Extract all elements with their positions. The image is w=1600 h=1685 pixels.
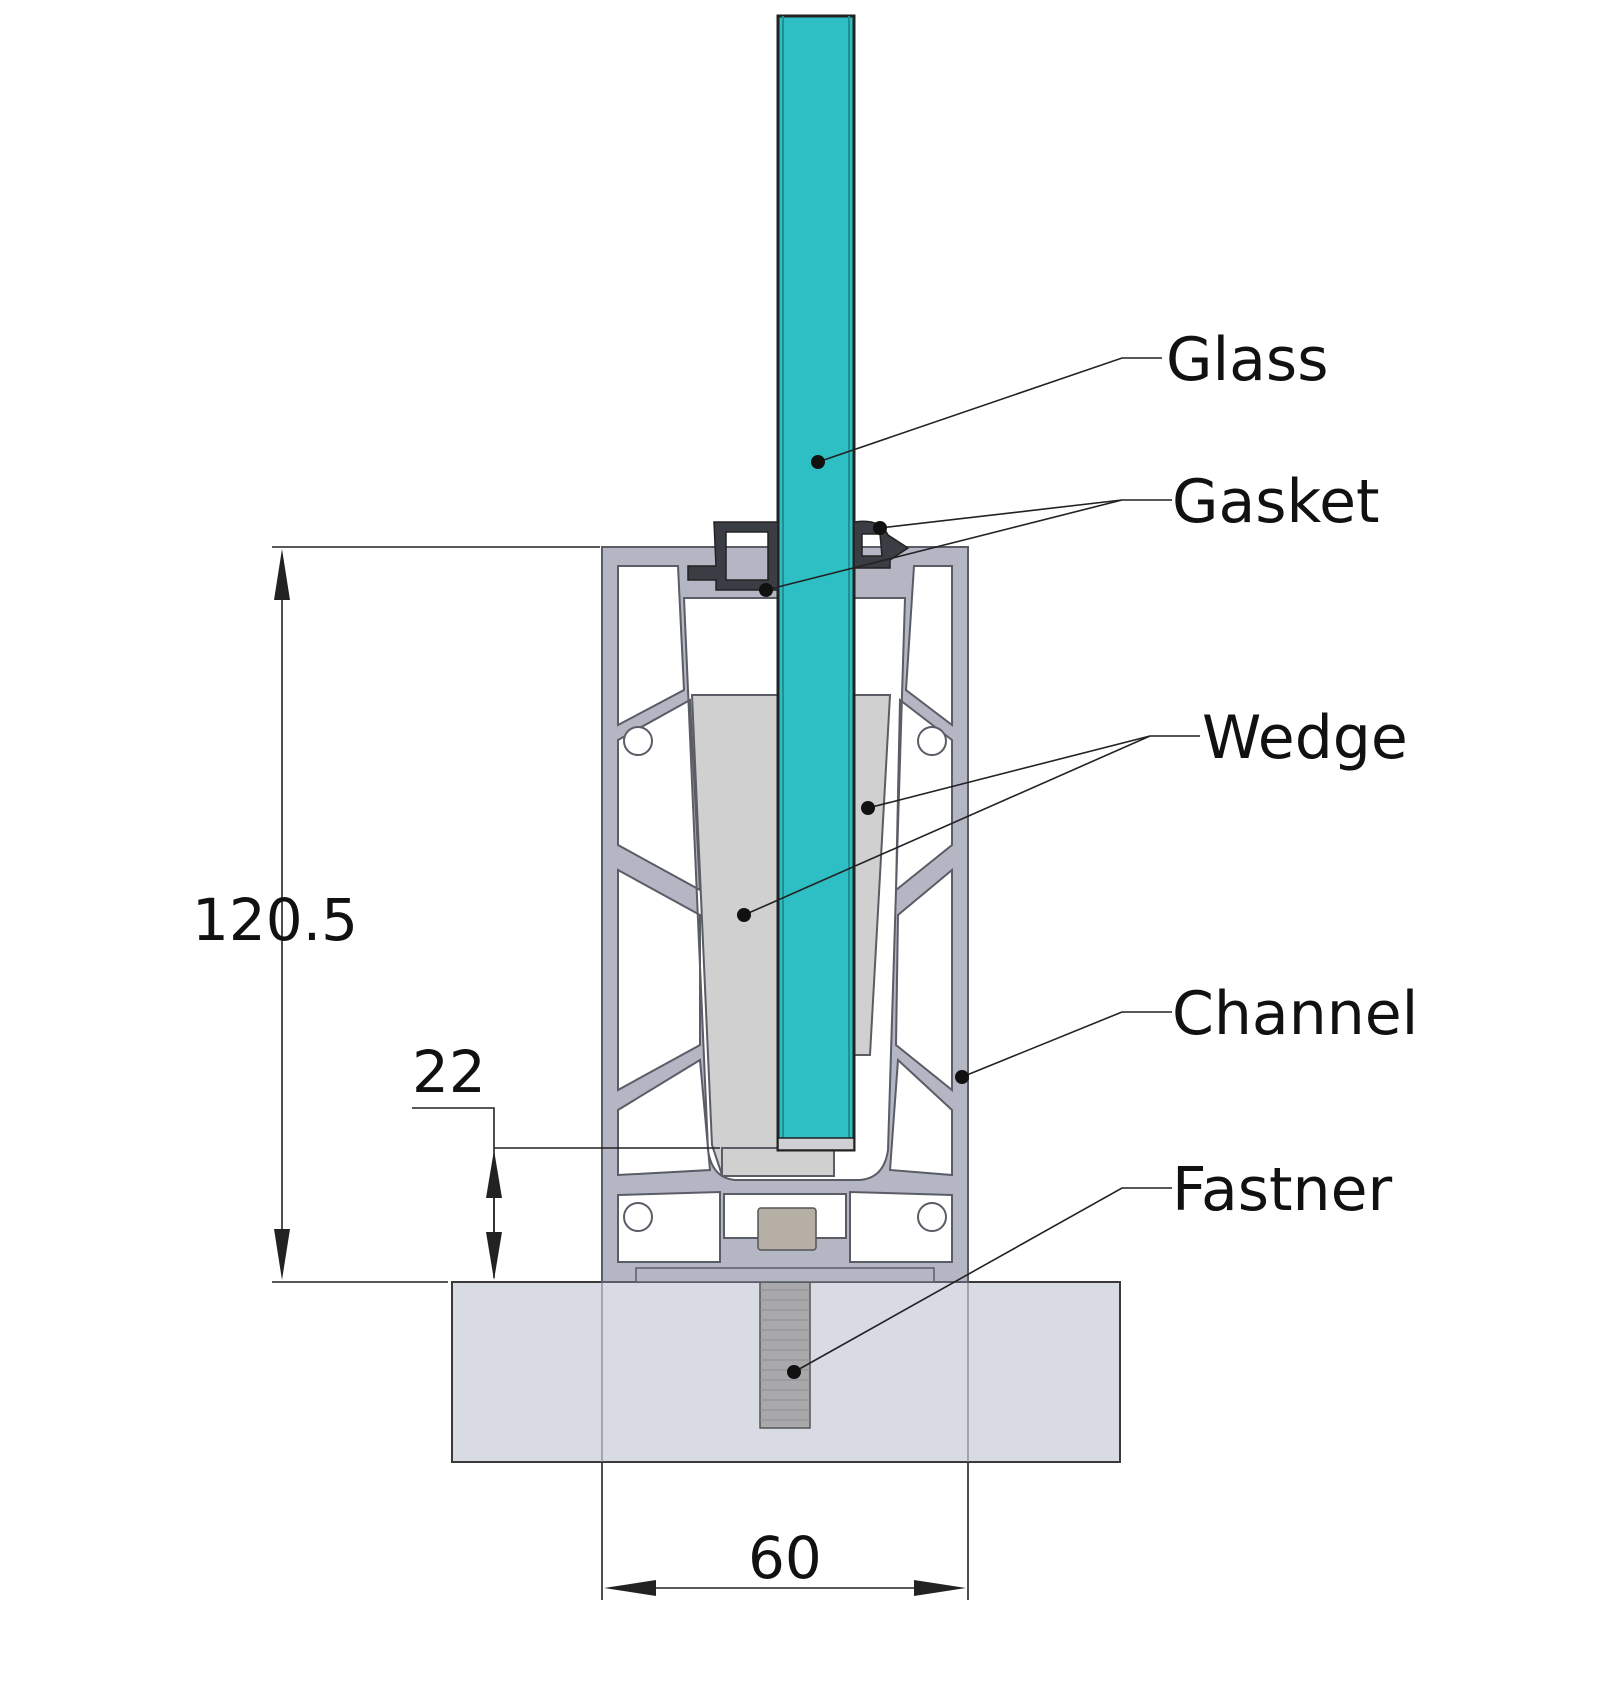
leader-channel bbox=[955, 1011, 1172, 1084]
leader-fastener bbox=[787, 1187, 1172, 1379]
fastener-head bbox=[757, 1207, 817, 1251]
label-wedge: Wedge bbox=[1202, 703, 1408, 773]
label-channel: Channel bbox=[1172, 979, 1418, 1049]
label-fastener: Fastner bbox=[1172, 1155, 1392, 1225]
dimension-height-value: 120.5 bbox=[192, 886, 358, 954]
label-gasket: Gasket bbox=[1172, 467, 1380, 537]
leader-wedge bbox=[737, 735, 1200, 922]
dimension-height bbox=[272, 546, 600, 1283]
dimension-width-value: 60 bbox=[748, 1524, 822, 1592]
aluminium-channel bbox=[601, 546, 969, 1283]
gasket-left bbox=[687, 521, 779, 591]
dimension-width bbox=[601, 1462, 969, 1600]
leader-glass bbox=[811, 357, 1162, 469]
wedge-bottom-block bbox=[721, 1147, 835, 1177]
fastener-bolt bbox=[759, 1269, 811, 1429]
glass-panel bbox=[776, 14, 856, 1152]
dimension-base-gap bbox=[412, 1107, 720, 1280]
leader-gasket bbox=[759, 499, 1172, 597]
dimension-base-gap-value: 22 bbox=[412, 1038, 486, 1106]
label-glass: Glass bbox=[1166, 325, 1328, 395]
wedge-right bbox=[853, 694, 892, 1056]
